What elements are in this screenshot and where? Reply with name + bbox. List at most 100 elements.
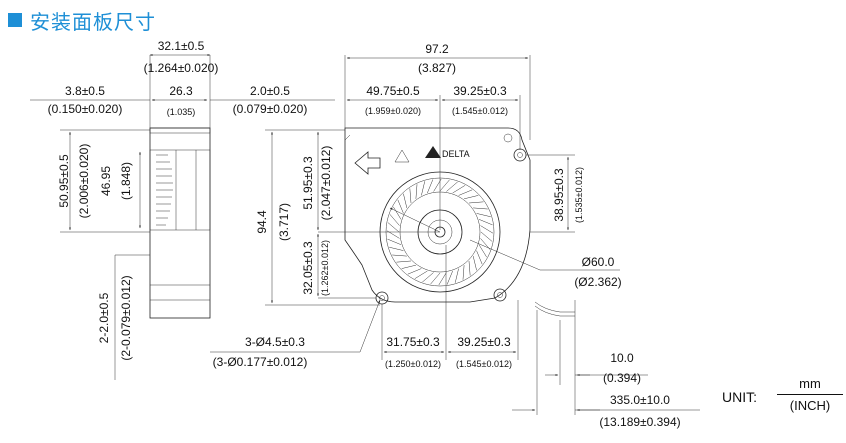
impeller-blade bbox=[415, 184, 418, 199]
dim-h-center-in: (2.047±0.012) bbox=[319, 146, 333, 221]
bottom-dims: 31.75±0.3 (1.250±0.012) 39.25±0.3 (1.545… bbox=[381, 245, 519, 369]
dim-wire-len: 335.0±10.0 bbox=[610, 393, 670, 407]
dim-inner-w: 26.3 bbox=[169, 84, 193, 98]
holes-callout: 3-Ø4.5±0.3 (3-Ø0.177±0.012) bbox=[210, 299, 381, 369]
dim-w1: 49.75±0.5 bbox=[366, 84, 420, 98]
dim-b2-in: (1.545±0.012) bbox=[456, 359, 512, 369]
dim-h-outlet-in: (2.006±0.020) bbox=[77, 144, 91, 219]
impeller-blade bbox=[478, 219, 493, 226]
side-dims: 32.1±0.5 (1.264±0.020) 3.8±0.5 (0.150±0.… bbox=[30, 39, 335, 128]
impeller-blade bbox=[387, 238, 402, 245]
dim-h-low: 32.05±0.3 bbox=[301, 241, 315, 295]
impeller-blade bbox=[468, 201, 484, 204]
dim-h-total: 94.4 bbox=[255, 210, 269, 234]
impeller-blade bbox=[427, 179, 434, 194]
dim-h-inner-in: (1.848) bbox=[119, 162, 133, 200]
recycle-icon bbox=[394, 149, 410, 163]
impeller-blade bbox=[472, 256, 477, 271]
dim-total-w-in: (3.827) bbox=[418, 61, 456, 75]
dim-right-off: 2.0±0.5 bbox=[250, 84, 290, 98]
impeller-blade bbox=[389, 214, 400, 226]
dim-h-right: 38.95±0.3 bbox=[552, 168, 566, 222]
dim-holes: 3-Ø4.5±0.3 bbox=[245, 335, 305, 349]
impeller-blade bbox=[476, 250, 483, 265]
dim-h-outlet: 50.95±0.5 bbox=[57, 154, 71, 208]
dim-slot: 2-2.0±0.5 bbox=[97, 292, 111, 343]
dim-b1-in: (1.250±0.012) bbox=[385, 359, 441, 369]
dim-holes-in: (3-Ø0.177±0.012) bbox=[213, 355, 308, 369]
impeller-blade bbox=[452, 185, 466, 194]
impeller-blade bbox=[397, 199, 404, 214]
dim-b2: 39.25±0.3 bbox=[457, 335, 511, 349]
impeller-blade bbox=[439, 179, 450, 192]
dim-wire-off: 10.0 bbox=[610, 351, 634, 365]
impeller-blade bbox=[446, 270, 453, 285]
dim-h-total-in: (3.717) bbox=[277, 203, 291, 241]
dim-w2: 39.25±0.3 bbox=[453, 84, 507, 98]
impeller-blade bbox=[462, 265, 465, 280]
impeller-blade bbox=[430, 272, 441, 285]
impeller-blade bbox=[389, 246, 404, 251]
dim-wire-off-in: (0.394) bbox=[603, 371, 641, 385]
dim-h-right-in: (1.535±0.012) bbox=[574, 167, 584, 223]
impeller-blade bbox=[396, 260, 412, 263]
hub-callout: Ø60.0 (Ø2.362) bbox=[389, 207, 622, 289]
side-vert-dims: 50.95±0.5 (2.006±0.020) 46.95 (1.848) 2-… bbox=[57, 129, 150, 380]
dim-h-center: 51.95±0.3 bbox=[301, 156, 315, 210]
brand-text: DELTA bbox=[442, 149, 470, 159]
dim-slot-in: (2-0.079±0.012) bbox=[119, 275, 133, 360]
dim-inner-w-in: (1.035) bbox=[167, 107, 196, 117]
front-vert-dims: 94.4 (3.717) 51.95±0.3 (2.047±0.012) 32.… bbox=[255, 129, 584, 306]
dim-total-w: 97.2 bbox=[425, 42, 449, 56]
dim-b1: 31.75±0.3 bbox=[386, 335, 440, 349]
impeller-blade bbox=[480, 231, 493, 242]
impeller-blade bbox=[454, 268, 459, 283]
dim-left-off-in: (0.150±0.020) bbox=[48, 102, 123, 116]
wire-dims: 10.0 (0.394) 335.0±10.0 (13.189±0.394) bbox=[512, 310, 700, 429]
impeller-blade bbox=[409, 188, 412, 204]
dim-hub-d-in: (Ø2.362) bbox=[574, 275, 621, 289]
impeller-blade bbox=[476, 213, 491, 218]
airflow-arrow-icon bbox=[354, 151, 381, 175]
impeller-blade bbox=[422, 272, 434, 283]
impeller-blade bbox=[421, 181, 426, 196]
impeller-blade bbox=[401, 264, 416, 269]
impeller-blade bbox=[387, 222, 400, 233]
impeller-blade bbox=[468, 260, 471, 276]
impeller-blade bbox=[446, 181, 458, 192]
impeller-blade bbox=[393, 206, 402, 220]
delta-logo-icon bbox=[425, 146, 441, 158]
dim-left-off: 3.8±0.5 bbox=[65, 84, 105, 98]
impeller-blade bbox=[478, 244, 487, 258]
side-view bbox=[149, 127, 211, 319]
title-text: 安装面板尺寸 bbox=[30, 9, 156, 34]
impeller-blade bbox=[473, 207, 488, 210]
dim-w2-in: (1.545±0.012) bbox=[452, 106, 508, 116]
dim-w1-in: (1.959±0.020) bbox=[365, 106, 421, 116]
unit-fraction-bar bbox=[777, 394, 843, 395]
dim-right-off-in: (0.079±0.020) bbox=[233, 102, 308, 116]
dim-side-width-in: (1.264±0.020) bbox=[144, 61, 219, 75]
front-view: DELTA bbox=[344, 127, 576, 330]
front-top-dims: 97.2 (3.827) 49.75±0.5 (1.959±0.020) 39.… bbox=[344, 42, 531, 230]
unit-denominator: (INCH) bbox=[789, 398, 831, 413]
dim-side-width: 32.1±0.5 bbox=[158, 39, 205, 53]
impeller-blade bbox=[458, 189, 473, 196]
impeller-blade bbox=[464, 195, 479, 200]
unit-numerator: mm bbox=[799, 376, 821, 391]
section-title: 安装面板尺寸 bbox=[8, 8, 156, 34]
impeller-blade bbox=[403, 193, 408, 208]
dim-h-inner: 46.95 bbox=[99, 166, 113, 196]
title-square-icon bbox=[8, 13, 22, 27]
dim-h-low-in: (1.262±0.012) bbox=[320, 240, 330, 296]
impeller-blade bbox=[414, 270, 428, 279]
unit-label: UNIT: bbox=[722, 389, 757, 405]
impeller-blade bbox=[407, 268, 422, 275]
dim-hub-d: Ø60.0 bbox=[582, 255, 615, 269]
impeller-blade bbox=[480, 225, 494, 234]
impeller-blade bbox=[438, 272, 447, 286]
unit-fraction: mm (INCH) bbox=[777, 376, 843, 413]
impeller-blade bbox=[392, 254, 407, 257]
dim-wire-len-in: (13.189±0.394) bbox=[599, 415, 680, 429]
